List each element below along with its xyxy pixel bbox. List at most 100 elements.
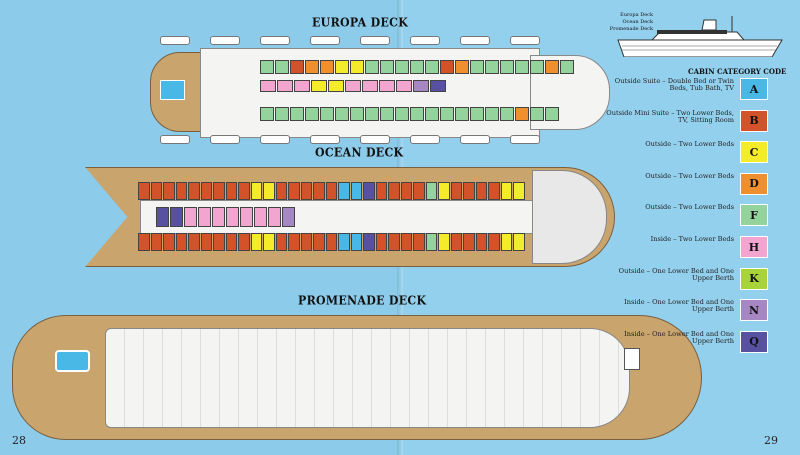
lifeboat: [410, 135, 440, 144]
lifeboat: [460, 135, 490, 144]
cabin-F: [410, 60, 424, 74]
cabin-Q: [430, 80, 446, 92]
legend-description: Outside Suite – Double Bed or Twin Beds,…: [614, 77, 734, 92]
cabin-F: [530, 107, 544, 121]
cabin-H: [268, 207, 281, 227]
cabin-B: [375, 182, 387, 200]
cabin-B: [388, 233, 400, 251]
cabin-B: [413, 233, 425, 251]
cabin-B: [463, 182, 475, 200]
cabin-C: [500, 182, 512, 200]
cabin-F: [380, 60, 394, 74]
cabin-B: [375, 233, 387, 251]
legend-description: Inside – Two Lower Beds: [650, 235, 734, 243]
cabin-F: [485, 60, 499, 74]
cabin-D: [455, 60, 469, 74]
cabin-B: [213, 182, 225, 200]
cabin-A: [350, 182, 362, 200]
cabin-H: [184, 207, 197, 227]
legend-item-A: Outside Suite – Double Bed or Twin Beds,…: [600, 78, 770, 104]
lifeboat: [160, 36, 190, 45]
legend-description: Outside Mini Suite – Two Lower Beds, TV,…: [606, 108, 734, 124]
cabin-C: [500, 233, 512, 251]
cabin-B: [200, 233, 212, 251]
promenade-deck-title: PROMENADE DECK: [298, 293, 427, 308]
cabin-F: [395, 60, 409, 74]
lifeboat: [510, 135, 540, 144]
lifeboat: [160, 135, 190, 144]
cabin-F: [515, 60, 529, 74]
cabin-A: [350, 233, 362, 251]
cabin-F: [500, 107, 514, 121]
cabin-Q: [156, 207, 169, 227]
legend-item-D: Outside – Two Lower Beds D: [600, 171, 770, 199]
cabin-B: [238, 182, 250, 200]
ship-label-ocean: Ocean Deck: [622, 19, 653, 25]
legend-description: Outside – Two Lower Beds: [645, 171, 734, 180]
cabin-C: [328, 80, 344, 92]
category-swatch: D: [740, 172, 768, 195]
cabin-B: [188, 233, 200, 251]
cabin-C: [438, 182, 450, 200]
europa-deck-title: EUROPA DECK: [312, 15, 409, 30]
page-number-left: 28: [12, 434, 26, 447]
ship-icon: [617, 16, 783, 57]
cabin-B: [325, 233, 337, 251]
legend-description: Outside – Two Lower Beds: [645, 140, 734, 149]
cabin-F: [470, 60, 484, 74]
cabin-B: [163, 233, 175, 251]
ship-label-europa: Europa Deck: [620, 12, 653, 18]
cabin-H: [379, 80, 395, 92]
legend-description: Inside – One Lower Bed and One Upper Ber…: [624, 298, 734, 314]
cabin-N: [413, 80, 429, 92]
cabin-B: [475, 182, 487, 200]
lifeboat: [360, 36, 390, 45]
cabin-row: [260, 107, 559, 121]
cabin-C: [250, 233, 262, 251]
ship-label-promenade: Promenade Deck: [609, 26, 653, 32]
cabin-F: [350, 107, 364, 121]
cabin-F: [485, 107, 499, 121]
legend-item-Q: Inside – One Lower Bed and One Upper Ber…: [600, 330, 770, 357]
lifeboat: [310, 135, 340, 144]
cabin-row: [260, 80, 446, 92]
cabin-B: [300, 182, 312, 200]
cabin-C: [335, 60, 349, 74]
cabin-B: [150, 182, 162, 200]
legend-description: Outside – One Lower Bed and One Upper Be…: [618, 266, 734, 282]
cabin-B: [163, 182, 175, 200]
cabin-F: [305, 107, 319, 121]
cabin-B: [275, 233, 287, 251]
cabin-H: [198, 207, 211, 227]
cabin-C: [350, 60, 364, 74]
pool: [55, 350, 90, 372]
cabin-F: [395, 107, 409, 121]
cabin-B: [290, 60, 304, 74]
cabin-B: [138, 182, 150, 200]
cabin-F: [275, 60, 289, 74]
cabin-F: [275, 107, 289, 121]
legend-item-K: Outside – One Lower Bed and One Upper Be…: [600, 266, 770, 294]
cabin-F: [530, 60, 544, 74]
cabin-B: [413, 182, 425, 200]
promenade-interior: [105, 328, 630, 428]
cabin-B: [225, 182, 237, 200]
cabin-B: [150, 233, 162, 251]
category-swatch: B: [740, 109, 768, 132]
cabin-H: [362, 80, 378, 92]
cabin-Q: [363, 233, 375, 251]
cabin-F: [260, 60, 274, 74]
cabin-H: [260, 80, 276, 92]
cabin-D: [515, 107, 529, 121]
cabin-B: [200, 182, 212, 200]
cabin-C: [263, 182, 275, 200]
night-club: [532, 170, 607, 264]
category-swatch: C: [740, 141, 768, 164]
cabin-B: [313, 233, 325, 251]
lifeboat: [260, 135, 290, 144]
cabin-F: [425, 107, 439, 121]
category-swatch: H: [740, 236, 768, 258]
legend-item-B: Outside Mini Suite – Two Lower Beds, TV,…: [600, 108, 770, 136]
cabin-B: [463, 233, 475, 251]
cabin-Q: [363, 182, 375, 200]
